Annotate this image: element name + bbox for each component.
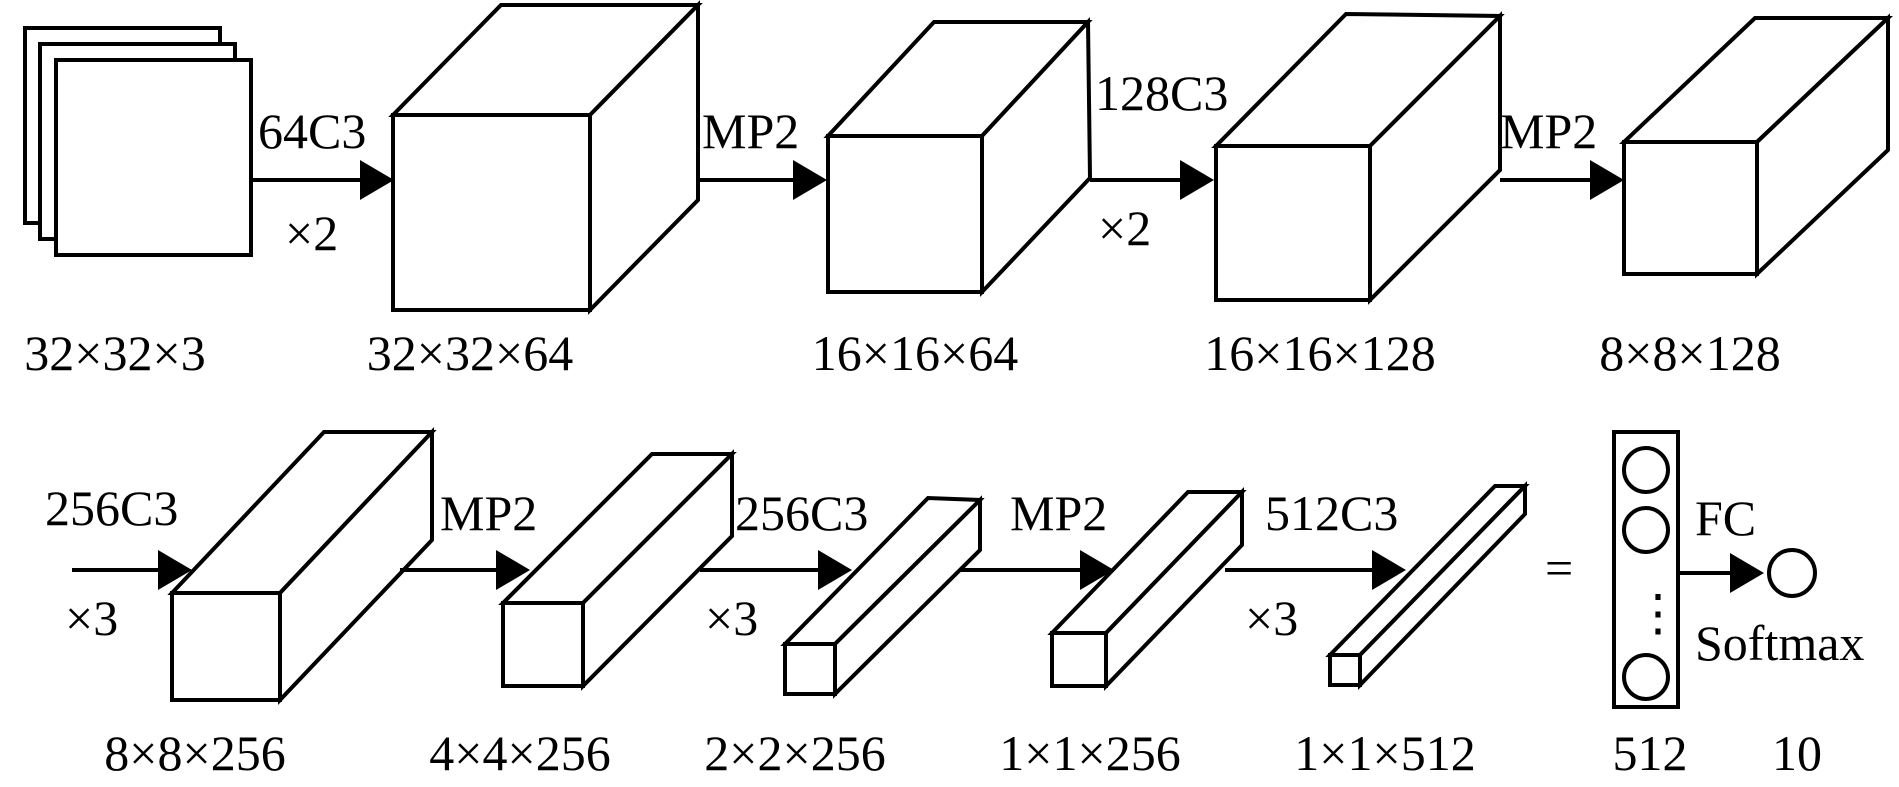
conv5-repeat-label: ×3	[1245, 590, 1298, 646]
pool1-op-label: MP2	[702, 103, 799, 159]
conv5-size-label: 1×1×512	[1294, 725, 1475, 781]
equals-sign: =	[1545, 540, 1573, 596]
arrow-conv4	[700, 550, 852, 590]
conv3-repeat-label: ×3	[65, 590, 118, 646]
pool3-size-label: 4×4×256	[429, 725, 610, 781]
arrow-fc	[1678, 553, 1764, 593]
flattened-vector-512	[1612, 430, 1680, 709]
conv2-size-label: 16×16×128	[1204, 325, 1435, 381]
arrow-conv5	[1225, 550, 1406, 590]
feature-block-2x2x256	[780, 495, 985, 699]
feature-block-8x8x128	[1618, 13, 1894, 279]
conv4-size-label: 2×2×256	[704, 725, 885, 781]
input-size-label: 32×32×3	[24, 325, 205, 381]
conv4-repeat-label: ×3	[705, 590, 758, 646]
conv2-repeat-label: ×2	[1098, 200, 1151, 256]
pool3-op-label: MP2	[440, 485, 537, 541]
conv2-op-label: 128C3	[1095, 65, 1228, 121]
feature-block-8x8x256	[167, 426, 437, 706]
conv1-repeat-label: ×2	[285, 205, 338, 261]
arrow-conv1	[251, 160, 394, 200]
conv4-op-label: 256C3	[735, 485, 868, 541]
vector-size-label: 512	[1613, 725, 1688, 781]
pool2-size-label: 8×8×128	[1599, 325, 1780, 381]
pool2-op-label: MP2	[1500, 103, 1597, 159]
feature-block-1x1x512	[1325, 481, 1530, 690]
output-size-label: 10	[1772, 725, 1822, 781]
pool4-size-label: 1×1×256	[999, 725, 1180, 781]
output-node	[1767, 548, 1817, 598]
feature-block-4x4x256	[498, 449, 737, 691]
fc-label: FC	[1695, 490, 1756, 546]
vector-ellipsis: ⋮	[1633, 585, 1683, 641]
conv3-size-label: 8×8×256	[104, 725, 285, 781]
arrow-pool1	[698, 160, 827, 200]
feature-block-32x32x64	[388, 0, 703, 315]
arrow-pool3	[400, 550, 530, 590]
arrow-conv3	[72, 550, 192, 590]
pool4-op-label: MP2	[1010, 485, 1107, 541]
input-image-stack	[23, 26, 253, 257]
softmax-label: Softmax	[1695, 615, 1864, 671]
feature-block-16x16x64	[823, 16, 1093, 298]
pool1-size-label: 16×16×64	[812, 325, 1018, 381]
arrow-pool4	[960, 550, 1114, 590]
arrow-pool2	[1500, 160, 1624, 200]
conv1-size-label: 32×32×64	[367, 325, 573, 381]
arrow-conv2	[1090, 160, 1214, 200]
feature-block-16x16x128	[1211, 11, 1505, 305]
conv3-op-label: 256C3	[45, 480, 178, 536]
feature-block-1x1x256	[1047, 487, 1247, 691]
conv5-op-label: 512C3	[1265, 485, 1398, 541]
conv1-op-label: 64C3	[258, 103, 366, 159]
